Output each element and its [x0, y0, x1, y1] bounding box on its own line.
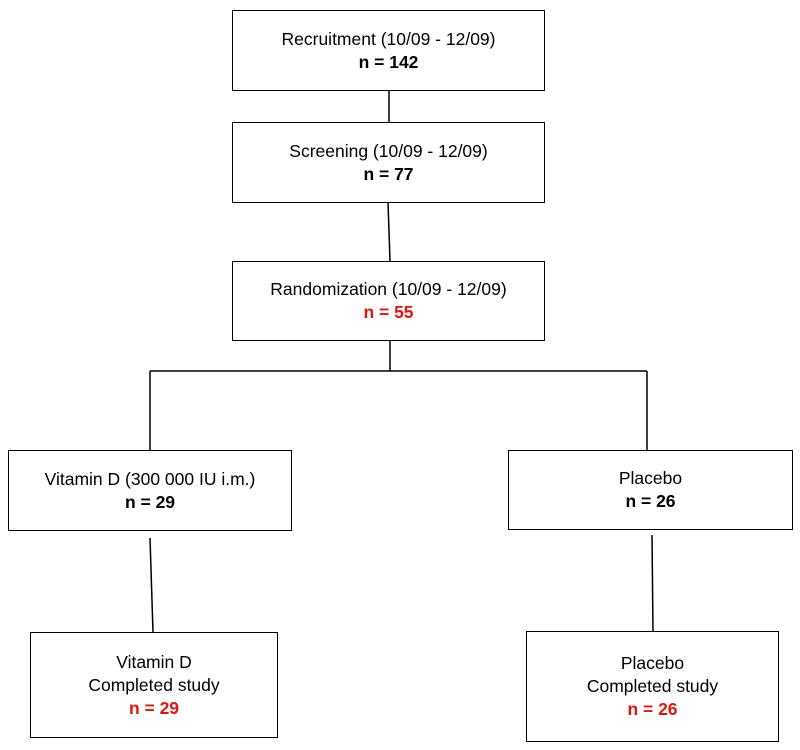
screening-count: n = 77: [363, 163, 414, 184]
connector-placebo-completed: [651, 534, 654, 632]
vitamin-d-completed-count: n = 29: [128, 697, 180, 718]
screening-title: Screening (10/09 - 12/09): [289, 140, 488, 161]
vitamin-d-box: Vitamin D (300 000 IU i.m.) n = 29: [8, 450, 292, 531]
vitamin-d-completed-subtitle: Completed study: [88, 674, 220, 695]
placebo-title: Placebo: [618, 468, 683, 488]
vitamin-d-count: n = 29: [124, 491, 176, 512]
recruitment-count: n = 142: [358, 51, 419, 72]
connector-screening-randomization: [387, 201, 391, 262]
vitamin-d-title: Vitamin D (300 000 IU i.m.): [44, 468, 256, 489]
randomization-title: Randomization (10/09 - 12/09): [270, 279, 507, 299]
connector-vitamin-d-completed: [149, 537, 154, 633]
placebo-completed-subtitle: Completed study: [586, 676, 719, 696]
randomization-box: Randomization (10/09 - 12/09) n = 55: [232, 261, 545, 341]
recruitment-box: Recruitment (10/09 - 12/09) n = 142: [232, 10, 545, 91]
placebo-completed-title: Placebo: [620, 653, 685, 673]
vitamin-d-completed-title: Vitamin D: [116, 651, 192, 672]
vitamin-d-completed-box: Vitamin D Completed study n = 29: [30, 632, 278, 738]
placebo-completed-box: Placebo Completed study n = 26: [526, 631, 779, 742]
placebo-completed-count: n = 26: [627, 699, 678, 719]
recruitment-title: Recruitment (10/09 - 12/09): [281, 28, 496, 49]
screening-box: Screening (10/09 - 12/09) n = 77: [232, 122, 545, 203]
placebo-count: n = 26: [625, 491, 676, 511]
placebo-box: Placebo n = 26: [508, 450, 793, 530]
randomization-count: n = 55: [363, 302, 414, 322]
